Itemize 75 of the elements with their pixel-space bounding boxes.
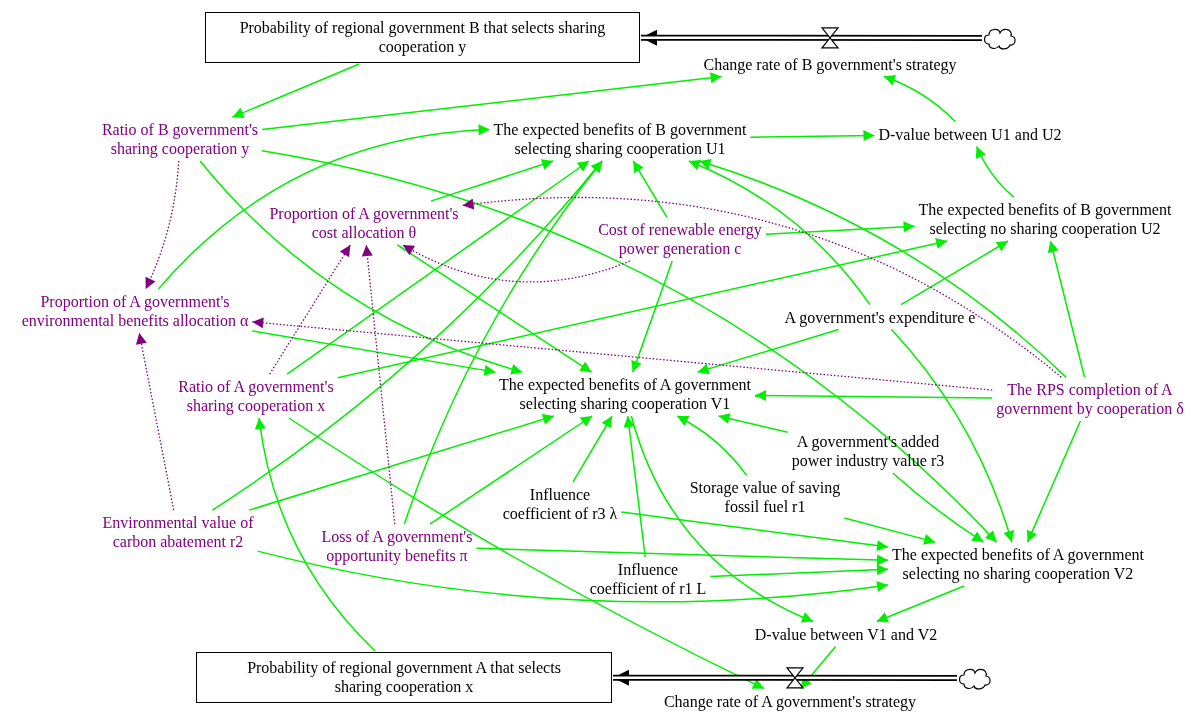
arrow xyxy=(890,328,1014,543)
arrow xyxy=(676,415,748,476)
arrow xyxy=(843,517,936,545)
arrow xyxy=(248,414,555,511)
flow-pipe xyxy=(641,29,982,46)
arrow xyxy=(475,547,889,566)
arrow xyxy=(875,585,965,623)
arrow xyxy=(430,159,554,202)
flow-pipe xyxy=(613,669,957,686)
variable-label: Proportion of A government's cost allocation θ xyxy=(261,205,467,243)
arrow xyxy=(765,221,916,236)
variable-label: Change rate of A government's strategy xyxy=(630,692,950,712)
dotted-arrow xyxy=(402,244,631,283)
arrow xyxy=(336,238,948,379)
arrow xyxy=(1026,420,1082,543)
arrow xyxy=(157,124,491,290)
arrow xyxy=(698,159,1067,378)
arrow xyxy=(696,328,840,375)
variable-label: The expected benefits of A government selecting no sharing cooperation V2 xyxy=(869,546,1167,584)
arrow xyxy=(286,160,590,375)
arrow xyxy=(975,145,1015,198)
arrow xyxy=(261,72,723,131)
arrow xyxy=(288,417,765,690)
variable-label: Influence coefficient of r3 λ xyxy=(494,486,626,524)
arrow xyxy=(630,415,814,623)
variable-label: D-value between V1 and V2 xyxy=(726,625,966,645)
arrow xyxy=(620,511,889,552)
arrow xyxy=(572,415,613,483)
variable-label: Proportion of A government's environmental benefits allocation α xyxy=(3,293,267,331)
arrow xyxy=(396,244,593,373)
variable-label: The expected benefits of B government selecting sharing cooperation U1 xyxy=(470,121,770,159)
variable-label: The expected benefits of B government selecting no sharing cooperation U2 xyxy=(896,201,1194,239)
arrow xyxy=(255,417,376,652)
arrow xyxy=(261,150,998,543)
arrow xyxy=(231,63,360,118)
arrow xyxy=(754,390,993,402)
arrow xyxy=(199,160,524,375)
arrow xyxy=(749,130,876,142)
arrow xyxy=(709,564,889,578)
arrow xyxy=(623,415,646,558)
stock-box: Probability of regional government B that selects sharing cooperation y xyxy=(205,12,640,63)
variable-label: D-value between U1 and U2 xyxy=(850,125,1090,145)
dotted-arrow xyxy=(145,160,180,290)
arrow xyxy=(429,415,593,525)
dotted-arrow xyxy=(461,196,1062,378)
arrow xyxy=(256,550,889,603)
cloud-symbol xyxy=(983,26,1017,50)
arrow xyxy=(1047,240,1086,378)
variable-label: Ratio of B government's sharing cooperation y xyxy=(86,121,274,159)
dotted-arrow xyxy=(135,332,175,511)
variable-label: Loss of A government's opportunity benefits π xyxy=(305,528,489,566)
arrow xyxy=(717,413,789,433)
variable-label: Storage value of saving fossil fuel r1 xyxy=(675,479,855,517)
arrow xyxy=(251,330,497,376)
variable-label: The expected benefits of A government selecting sharing cooperation V1 xyxy=(475,376,775,414)
variable-label: Change rate of B government's strategy xyxy=(670,55,990,75)
dotted-arrow xyxy=(251,317,993,391)
stock-box: Probability of regional government A that selects sharing cooperation x xyxy=(196,652,612,703)
variable-label: Cost of renewable energy power generation c xyxy=(582,221,778,259)
arrow xyxy=(892,472,985,543)
arrow xyxy=(688,160,871,306)
variable-label: Environmental value of carbon abatement r2 xyxy=(89,514,267,552)
variable-label: Ratio of A government's sharing cooperation x xyxy=(162,378,350,416)
arrow xyxy=(799,645,837,690)
variable-label: A government's expenditure e xyxy=(760,308,1000,328)
variable-label: The RPS completion of A government by cooperation δ xyxy=(980,381,1200,419)
cloud-symbol xyxy=(958,666,992,690)
arrow xyxy=(631,260,673,373)
arrow xyxy=(883,75,956,123)
arrow xyxy=(632,160,668,218)
arrow xyxy=(900,240,1009,306)
variable-label: Influence coefficient of r1 L xyxy=(582,561,714,599)
dotted-arrow xyxy=(361,244,396,525)
arrow xyxy=(403,160,604,525)
dotted-arrow xyxy=(269,244,351,375)
